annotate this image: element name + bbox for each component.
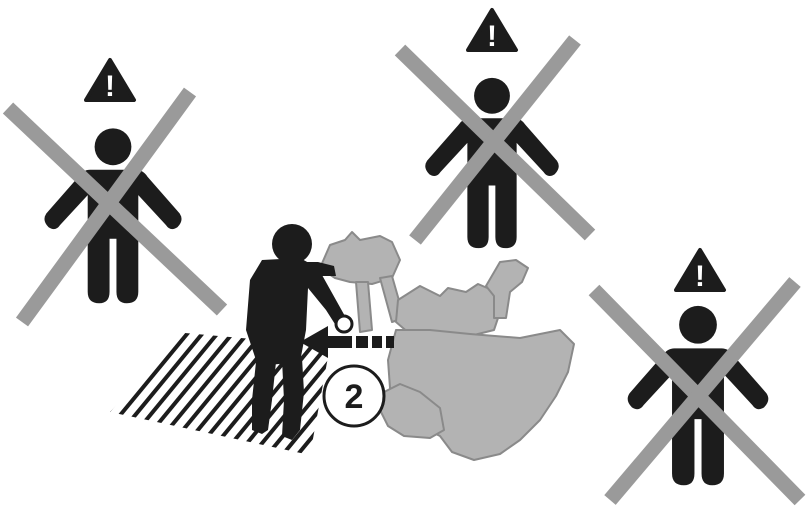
- warning-triangle-icon: !: [676, 250, 724, 293]
- prohibited-cross-icon: [8, 92, 222, 322]
- step-number: 2: [345, 378, 364, 416]
- warning-triangle-icon: !: [468, 10, 516, 53]
- prohibited-bystander-right: !: [594, 250, 800, 500]
- prohibited-bystander-top: !: [400, 10, 590, 248]
- prohibited-cross-icon: [400, 40, 590, 240]
- warning-exclamation: !: [105, 70, 115, 103]
- warning-triangle-icon: !: [86, 60, 134, 103]
- operator-hand: [336, 316, 352, 332]
- warning-exclamation: !: [695, 260, 705, 293]
- step-number-callout: 2: [324, 366, 384, 426]
- warning-exclamation: !: [487, 20, 497, 53]
- prohibited-bystander-left: !: [8, 60, 222, 322]
